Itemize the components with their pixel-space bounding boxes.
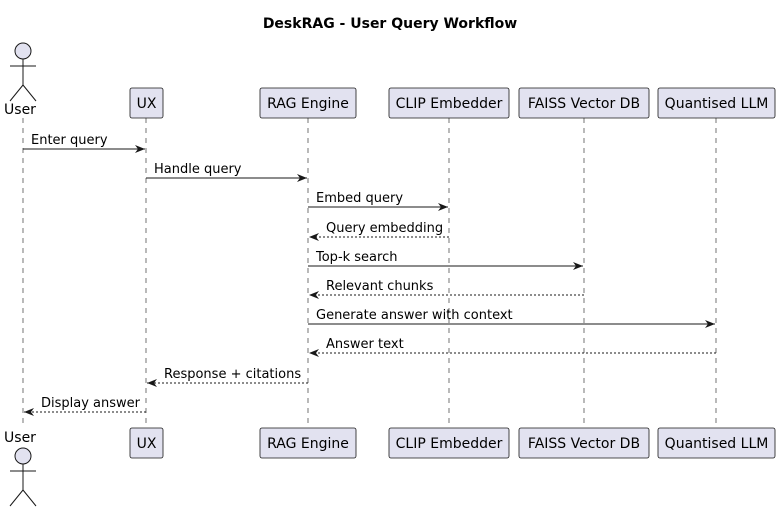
participant-box (518, 427, 650, 459)
message-label: Display answer (41, 396, 141, 411)
participant-label: Quantised LLM (665, 96, 769, 112)
participants-bottom: User UX RAG Engine CLIP Embedder FAISS Vecto… (4, 427, 776, 507)
message-label: Enter query (31, 133, 108, 148)
actor-leg-icon (9, 489, 24, 507)
message-3: Embed query (308, 191, 448, 211)
participant-box (129, 87, 164, 119)
participant-box (259, 427, 357, 459)
message-label: Handle query (154, 162, 242, 177)
message-5: Top-k search (308, 250, 583, 270)
message-label: Response + citations (164, 367, 301, 382)
participant-ux-bottom: UX (129, 427, 164, 459)
participant-label: RAG Engine (267, 96, 349, 112)
message-9: Response + citations (147, 367, 308, 387)
participant-label: UX (137, 436, 157, 452)
participant-label: CLIP Embedder (396, 96, 503, 112)
participant-box (388, 427, 510, 459)
message-label: Embed query (316, 191, 403, 206)
message-label: Relevant chunks (326, 279, 434, 294)
participant-label: UX (137, 96, 157, 112)
participant-label: CLIP Embedder (396, 436, 503, 452)
message-8: Answer text (309, 337, 716, 357)
participant-box (259, 87, 357, 119)
participant-box (388, 87, 510, 119)
message-4: Query embedding (309, 221, 449, 241)
actor-head-icon (14, 42, 32, 60)
participant-faiss-bottom: FAISS Vector DB (518, 427, 650, 459)
message-10: Display answer (24, 396, 146, 416)
participant-label: RAG Engine (267, 436, 349, 452)
lifelines (22, 118, 717, 428)
participant-label: Quantised LLM (665, 436, 769, 452)
message-label: Generate answer with context (316, 308, 513, 323)
participant-label: FAISS Vector DB (528, 96, 640, 112)
participant-box (518, 87, 650, 119)
actor-user-bottom: User (4, 430, 37, 507)
actor-label: User (4, 102, 36, 118)
message-label: Top-k search (315, 250, 397, 265)
participant-box (129, 427, 164, 459)
message-6: Relevant chunks (309, 279, 584, 299)
participant-llm-top: Quantised LLM (657, 87, 776, 119)
diagram-title: DeskRAG - User Query Workflow (263, 16, 517, 32)
actor-leg-icon (22, 84, 37, 102)
participant-box (657, 427, 776, 459)
message-label: Answer text (326, 337, 404, 352)
actor-label: User (4, 430, 36, 446)
participant-llm-bottom: Quantised LLM (657, 427, 776, 459)
message-1: Enter query (23, 133, 145, 153)
message-7: Generate answer with context (308, 308, 715, 328)
participant-clip-bottom: CLIP Embedder (388, 427, 510, 459)
actor-leg-icon (22, 489, 37, 507)
actor-head-icon (14, 447, 32, 465)
message-2: Handle query (146, 162, 307, 182)
participant-faiss-top: FAISS Vector DB (518, 87, 650, 119)
participant-rag-bottom: RAG Engine (259, 427, 357, 459)
actor-leg-icon (9, 84, 24, 102)
participants-top: User UX RAG Engine CLIP Embedder FAISS Vecto… (4, 42, 776, 119)
message-label: Query embedding (326, 221, 443, 236)
participant-clip-top: CLIP Embedder (388, 87, 510, 119)
participant-box (657, 87, 776, 119)
participant-label: FAISS Vector DB (528, 436, 640, 452)
participant-ux-top: UX (129, 87, 164, 119)
participant-rag-top: RAG Engine (259, 87, 357, 119)
actor-user-top: User (4, 42, 37, 118)
